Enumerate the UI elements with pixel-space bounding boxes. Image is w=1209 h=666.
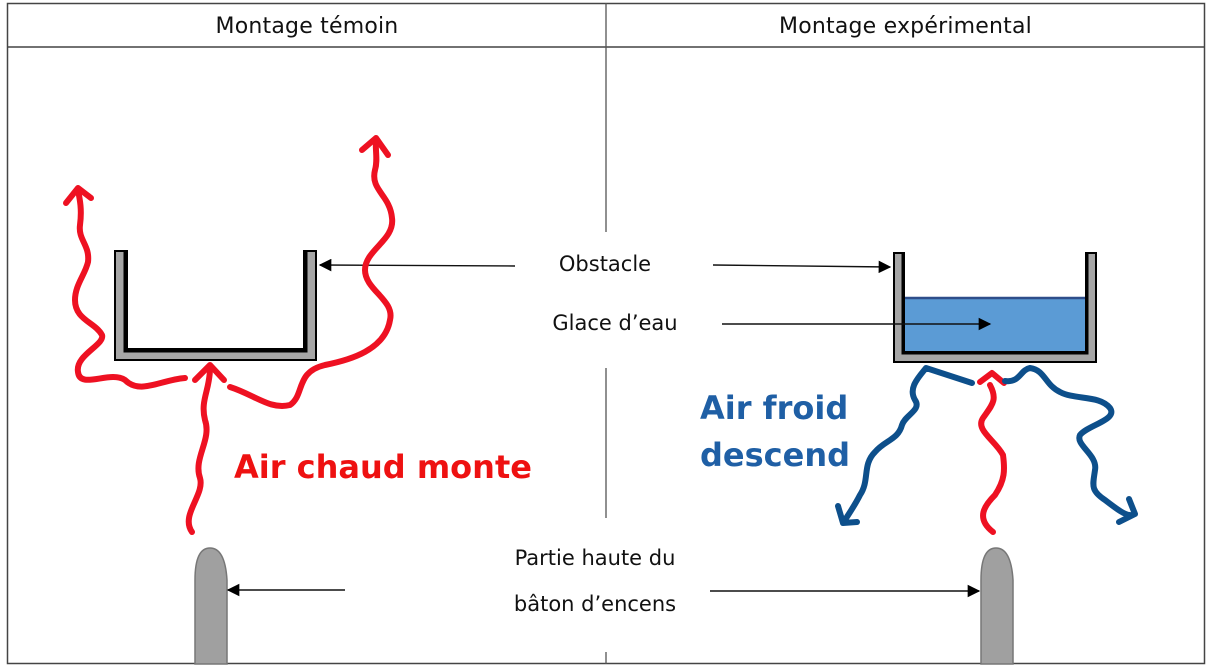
hot-air-arrow-experimental [977, 370, 1007, 535]
container-control [114, 250, 317, 361]
container-experimental [893, 252, 1097, 363]
pointer-arrows [226, 258, 992, 598]
incense-stick-left [194, 547, 228, 665]
hot-air-arrow-left [72, 187, 188, 390]
cold-air-arrow-right [1002, 365, 1133, 518]
hot-air-arrow-right [227, 137, 396, 409]
label-hot-air: Air chaud monte [234, 448, 532, 486]
table-frame [6, 2, 1206, 665]
hot-air-arrow-center [185, 365, 213, 535]
hot-air-arrows-left [63, 135, 396, 535]
label-cold-air-line2: descend [700, 436, 851, 474]
label-obstacle: Obstacle [558, 252, 652, 276]
label-incense-line1: Partie haute du [514, 546, 676, 570]
arrow-obstacle-left [318, 258, 516, 272]
column-header-control: Montage témoin [215, 14, 399, 39]
cold-air-arrow-left [842, 365, 975, 523]
label-ice: Glace d’eau [552, 311, 678, 335]
label-cold-air-line1: Air froid [700, 389, 849, 427]
arrow-obstacle-right [712, 260, 892, 274]
cold-air-arrows [835, 365, 1138, 526]
incense-stick-right [980, 547, 1014, 665]
label-incense-line2: bâton d’encens [513, 592, 677, 616]
column-header-experimental: Montage expérimental [779, 14, 1032, 39]
